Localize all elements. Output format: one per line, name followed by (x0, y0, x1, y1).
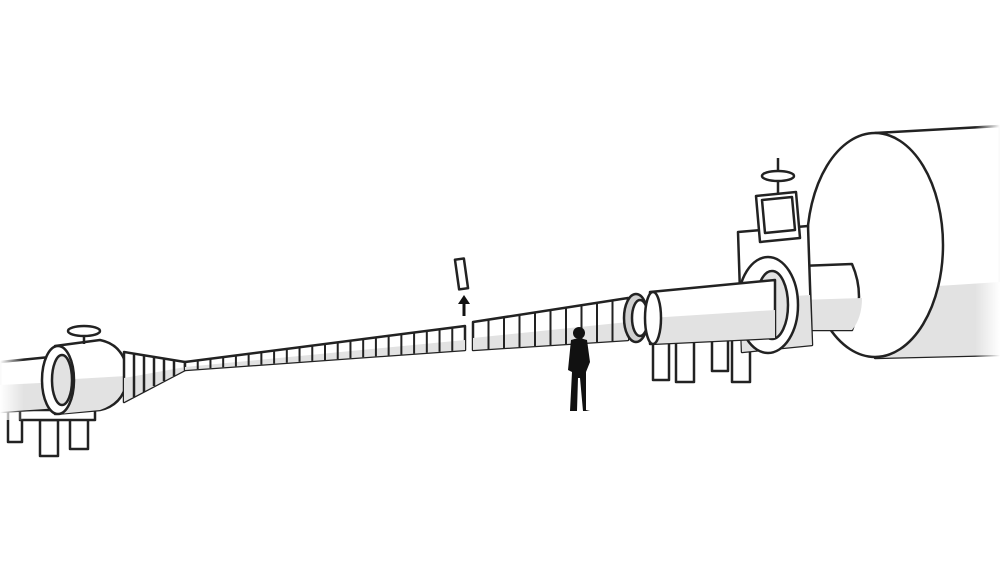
coupling-ring (622, 292, 650, 344)
detached-segment (453, 257, 470, 291)
right-cylinder (643, 278, 777, 346)
left-valve-icon (66, 324, 102, 344)
left-housing (40, 338, 130, 416)
arrow-up-icon (458, 295, 470, 316)
segmented-tube-left (183, 324, 467, 372)
right-supports (651, 333, 752, 384)
left-cone (122, 350, 187, 404)
segmented-tube-right (471, 296, 630, 352)
chamber-inlet-pipe (798, 262, 862, 332)
right-valve-icon (754, 158, 802, 244)
person-silhouette (568, 327, 590, 411)
